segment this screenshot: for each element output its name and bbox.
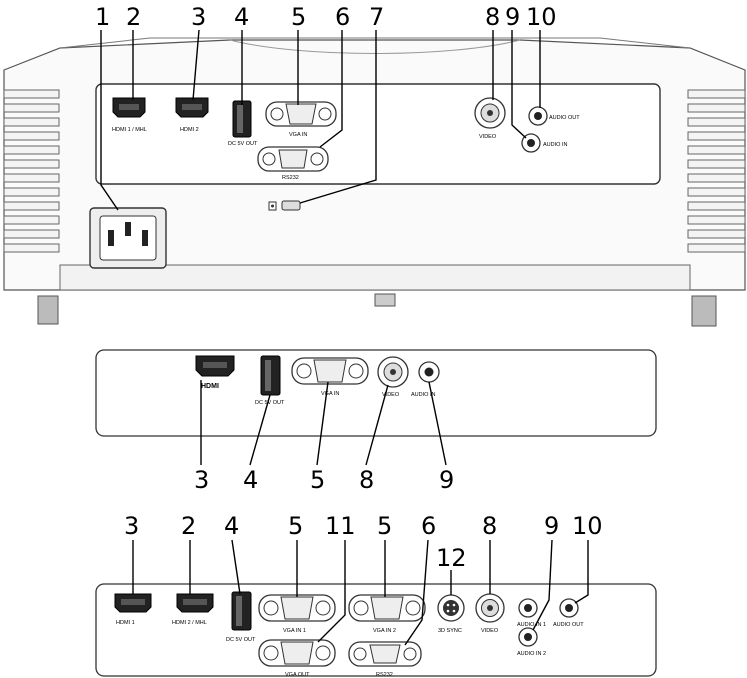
mid-video-port	[377, 356, 409, 388]
bot-vga-in2-label: VGA IN 2	[373, 628, 396, 634]
projector-rear-panel: HDMI 1 / MHL HDMI 2 DC 5V OUT VGA IN RS2	[3, 3, 746, 327]
kensington-lock	[268, 200, 301, 211]
bot-usb-port	[231, 591, 252, 631]
bot-audio-in2-label: AUDIO IN 2	[517, 651, 546, 657]
mid-leader-lines	[200, 380, 447, 466]
bot-video-label: VIDEO	[481, 628, 499, 634]
audio-out-label: AUDIO OUT	[549, 115, 580, 121]
bottom-panel: HDMI 1 HDMI 2 / MHL DC 5V OUT VGA IN 1 V	[95, 512, 657, 678]
bot-callout-3: 3	[124, 512, 139, 540]
bot-rs232-label: RS232	[376, 672, 393, 678]
bot-audio-in1-port	[518, 598, 538, 618]
callout-8: 8	[485, 3, 500, 31]
hdmi2-label: HDMI 2	[180, 127, 199, 133]
mid-callout-8: 8	[359, 466, 374, 494]
audio-out-port	[528, 106, 548, 126]
bot-vga-in1-label: VGA IN 1	[283, 628, 306, 634]
bot-audio-in2-port	[518, 627, 538, 647]
callout-5: 5	[291, 3, 306, 31]
bot-hdmi2-label: HDMI 2 / MHL	[172, 620, 207, 626]
bot-hdmi1-port	[114, 593, 152, 613]
mid-vga-in-port	[291, 357, 369, 385]
mid-dc5v-label: DC 5V OUT	[255, 400, 285, 406]
vga-in-label: VGA IN	[289, 132, 307, 138]
hdmi2-port	[175, 97, 209, 118]
bot-callout-2: 2	[181, 512, 196, 540]
bot-callout-4: 4	[224, 512, 239, 540]
bot-video-port	[475, 593, 505, 623]
bot-vga-out-label: VGA OUT	[285, 672, 310, 678]
right-vent	[687, 89, 746, 253]
callout-7: 7	[369, 3, 384, 31]
rs232-label: RS232	[282, 175, 299, 181]
video-label: VIDEO	[479, 134, 497, 140]
bot-vga-in2-port	[348, 594, 426, 622]
left-vent	[3, 89, 60, 253]
bot-callout-5b: 5	[377, 512, 392, 540]
mid-callout-3: 3	[194, 466, 209, 494]
mid-usb-port	[260, 355, 281, 396]
bot-vga-out-port	[258, 639, 336, 667]
bot-audio-out-port	[559, 598, 579, 618]
mid-callout-4: 4	[243, 466, 258, 494]
callout-1: 1	[95, 3, 110, 31]
audio-in-label: AUDIO IN	[543, 142, 567, 148]
right-foot	[691, 295, 717, 327]
bottom-leader-lines	[132, 539, 589, 646]
usb-port	[232, 100, 252, 138]
bot-audio-out-label: AUDIO OUT	[553, 622, 584, 628]
mid-audio-in-label: AUDIO IN	[411, 392, 435, 398]
dc5v-label: DC 5V OUT	[228, 141, 258, 147]
top-leader-lines	[100, 29, 541, 211]
bot-callout-9: 9	[544, 512, 559, 540]
ac-power-socket	[89, 207, 167, 269]
left-foot	[37, 295, 59, 325]
callout-3: 3	[191, 3, 206, 31]
bot-3d-sync-port	[437, 594, 465, 622]
bot-callout-6: 6	[421, 512, 436, 540]
callout-9: 9	[505, 3, 520, 31]
callout-6: 6	[335, 3, 350, 31]
bot-hdmi1-label: HDMI 1	[116, 620, 135, 626]
bot-audio-in1-label: AUDIO IN 1	[517, 622, 546, 628]
audio-in-port	[521, 133, 541, 153]
hdmi1-label: HDMI 1 / MHL	[112, 127, 147, 133]
center-foot	[374, 293, 396, 307]
bot-callout-11: 11	[325, 512, 356, 540]
mid-audio-in-port	[418, 361, 440, 383]
mid-hdmi-port	[195, 355, 235, 377]
mid-vga-in-label: VGA IN	[321, 391, 339, 397]
mid-hdmi-label: HDMI	[201, 383, 219, 390]
bot-3d-sync-label: 3D SYNC	[438, 628, 462, 634]
video-port	[474, 97, 506, 129]
vga-in-port	[265, 101, 337, 127]
callout-10: 10	[526, 3, 557, 31]
callout-2: 2	[126, 3, 141, 31]
bot-callout-8: 8	[482, 512, 497, 540]
bot-callout-5a: 5	[288, 512, 303, 540]
bot-callout-12: 12	[436, 544, 467, 572]
mid-callout-9: 9	[439, 466, 454, 494]
callout-4: 4	[234, 3, 249, 31]
bot-rs232-port	[348, 641, 422, 667]
middle-panel: HDMI DC 5V OUT VGA IN VIDEO AUDIO IN	[95, 349, 657, 494]
bot-dc5v-label: DC 5V OUT	[226, 637, 256, 643]
mid-callout-5: 5	[310, 466, 325, 494]
rs232-port	[257, 146, 329, 172]
mid-video-label: VIDEO	[382, 392, 400, 398]
bot-hdmi2-port	[176, 593, 214, 613]
bot-callout-10: 10	[572, 512, 603, 540]
bot-vga-in1-port	[258, 594, 336, 622]
hdmi1-port	[112, 97, 146, 118]
